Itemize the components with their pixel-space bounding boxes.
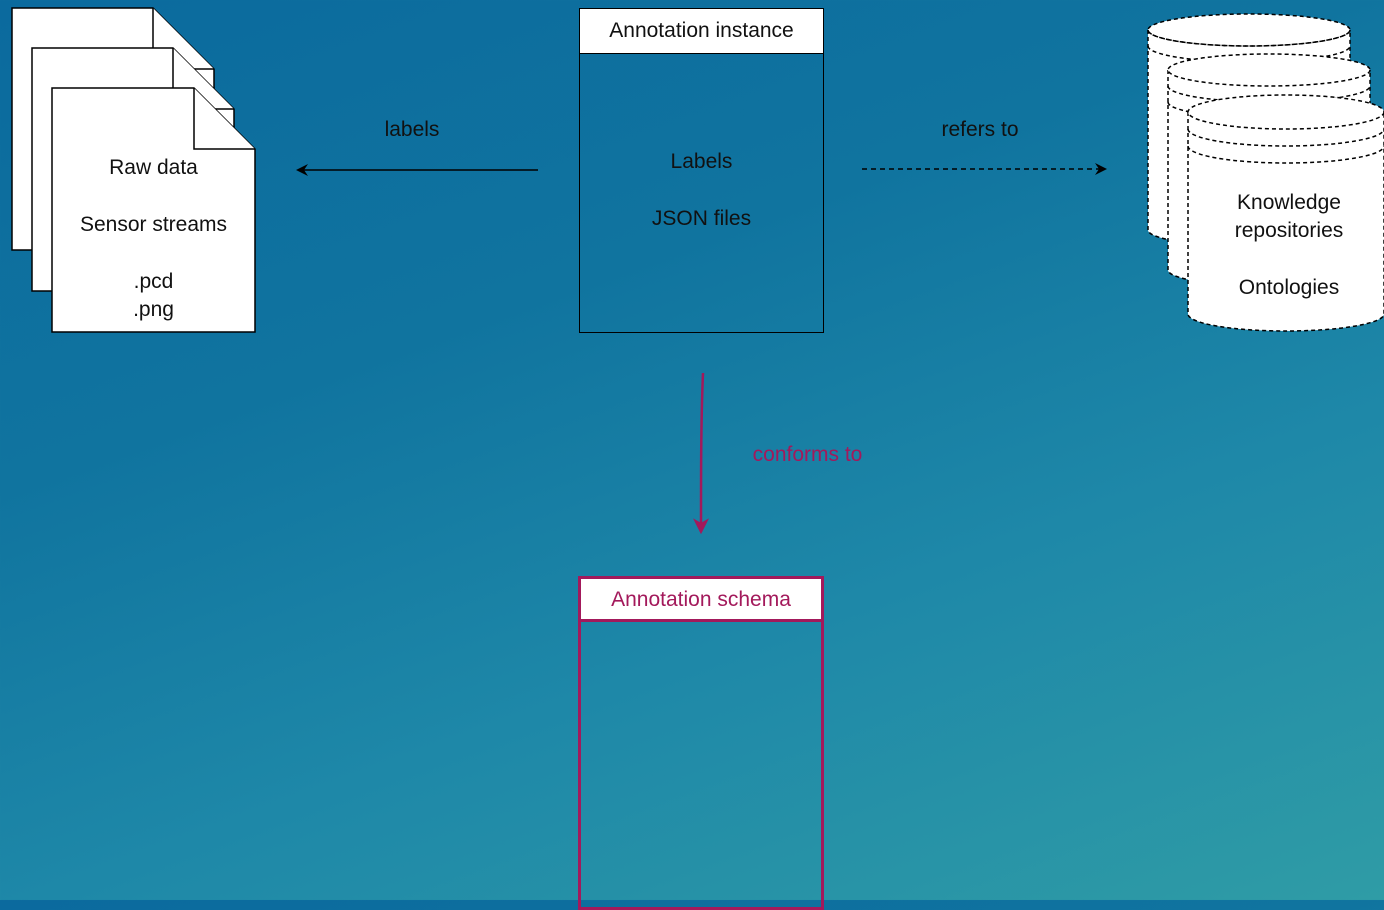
annotation-instance-labels: Labels <box>670 150 733 173</box>
conforms-to-edge-label: conforms to <box>752 443 863 466</box>
knowledge-line-2: repositories <box>1234 219 1344 242</box>
knowledge-line-1: Knowledge <box>1237 191 1341 214</box>
knowledge-line-3: Ontologies <box>1238 276 1340 299</box>
raw-data-title: Raw data <box>109 156 198 179</box>
conforms-to-edge <box>693 372 710 535</box>
stacked-documents-icon <box>11 7 256 333</box>
annotation-schema-title: Annotation schema <box>578 576 824 622</box>
annotation-instance-body <box>579 53 824 333</box>
annotation-instance-title: Annotation instance <box>579 8 824 54</box>
refers-to-edge-label: refers to <box>941 118 1019 141</box>
raw-data-format-pcd: .pcd <box>133 270 174 293</box>
stacked-databases-icon <box>1147 13 1384 332</box>
raw-data-subtitle: Sensor streams <box>79 213 228 236</box>
annotation-schema-body <box>578 620 824 910</box>
labels-edge-label: labels <box>384 118 440 141</box>
annotation-instance-json-files: JSON files <box>651 207 752 230</box>
raw-data-format-png: .png <box>133 298 174 321</box>
